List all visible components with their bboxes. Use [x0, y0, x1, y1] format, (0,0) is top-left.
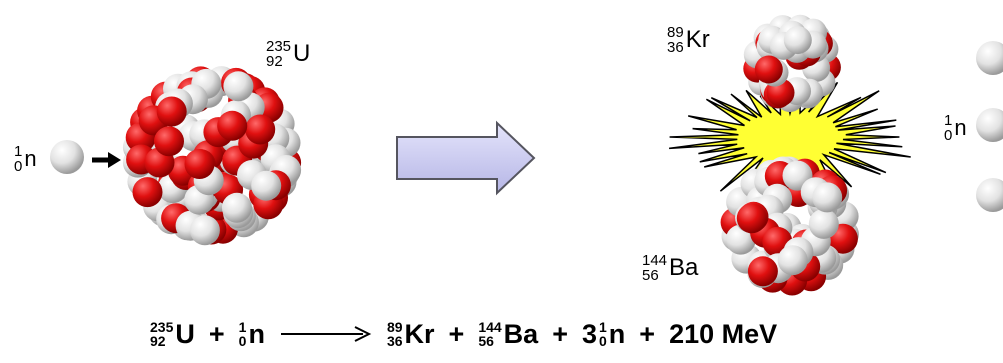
proton [154, 126, 184, 157]
proton [736, 203, 767, 234]
plus-sign: + [552, 318, 568, 349]
plus-sign: + [448, 318, 465, 349]
reaction-arrow-icon [280, 326, 372, 342]
neutron [221, 192, 252, 223]
proton [754, 55, 783, 84]
barium-nucleus [720, 156, 859, 296]
uranium-nucleus [122, 66, 302, 246]
incoming-neutron [50, 140, 84, 174]
released-neutron-middle [976, 108, 1003, 142]
process-arrow [396, 120, 536, 196]
proton [747, 256, 778, 287]
plus-sign: + [208, 318, 225, 349]
neutron [808, 208, 839, 239]
released-neutron-top [976, 41, 1003, 75]
neutron-arrow-icon [92, 152, 121, 168]
plus-sign: + [639, 318, 656, 349]
released-neutron-bottom [976, 178, 1003, 212]
krypton-nucleus [743, 14, 841, 113]
neutron [223, 71, 254, 102]
neutron [783, 26, 812, 55]
neutron [812, 182, 843, 213]
proton [132, 177, 163, 208]
equation-energy: 210 MeV [669, 318, 778, 349]
proton [156, 96, 187, 127]
proton [245, 114, 276, 145]
proton [184, 149, 215, 179]
neutron [251, 170, 282, 201]
neutron [189, 215, 220, 246]
neutron [777, 245, 808, 276]
proton [217, 110, 248, 141]
